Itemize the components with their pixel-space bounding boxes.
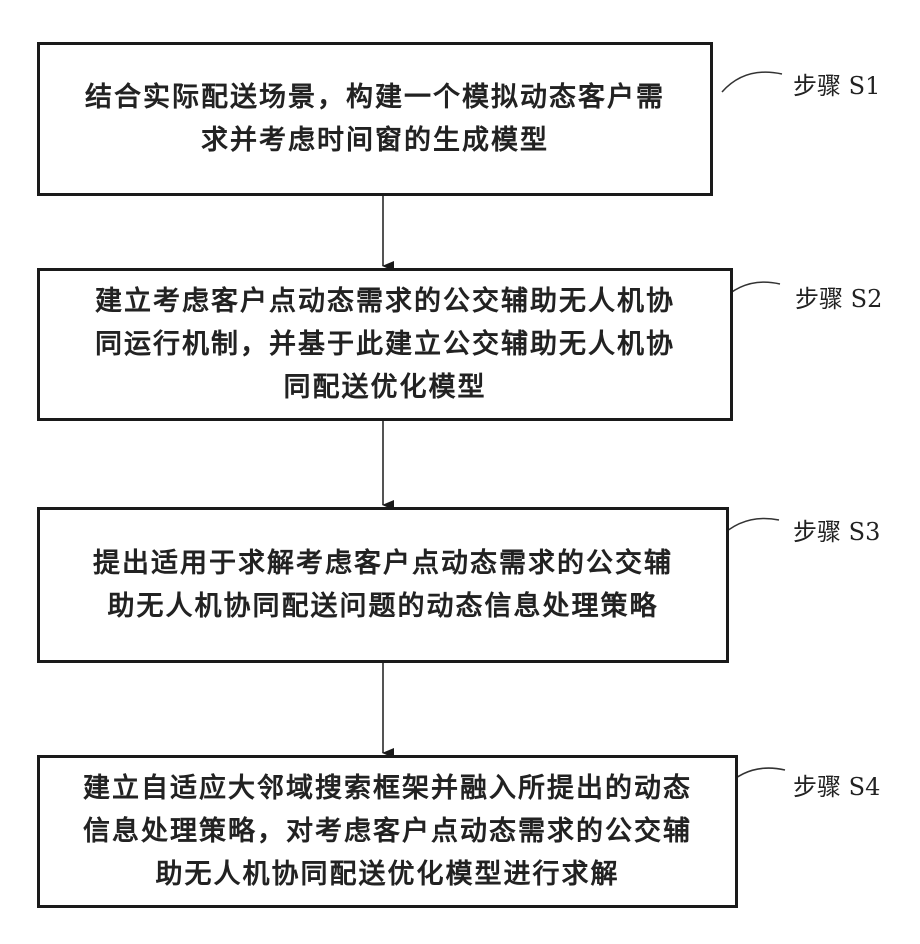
step-label-s4: 步骤 S4 [793,773,881,801]
step-text-line: 建立自适应大邻域搜索框架并融入所提出的动态 [83,773,692,804]
step-text-line: 助无人机协同配送问题的动态信息处理策略 [107,591,659,622]
step-text-line: 提出适用于求解考虑客户点动态需求的公交辅 [93,548,673,579]
step-text-line: 同运行机制，并基于此建立公交辅助无人机协 [95,329,675,360]
leader-curve-s1 [721,71,783,93]
step-text-line: 结合实际配送场景，构建一个模拟动态客户需 [85,82,665,113]
step-label-s2: 步骤 S2 [795,285,883,313]
step-box-s2: 建立考虑客户点动态需求的公交辅助无人机协 同运行机制，并基于此建立公交辅助无人机… [37,268,733,421]
step-box-s4: 建立自适应大邻域搜索框架并融入所提出的动态 信息处理策略，对考虑客户点动态需求的… [37,755,738,908]
step-box-s1: 结合实际配送场景，构建一个模拟动态客户需 求并考虑时间窗的生成模型 [37,42,713,196]
step-text-s1: 结合实际配送场景，构建一个模拟动态客户需 求并考虑时间窗的生成模型 [85,76,665,162]
step-box-s3: 提出适用于求解考虑客户点动态需求的公交辅 助无人机协同配送问题的动态信息处理策略 [37,507,729,663]
step-text-line: 建立考虑客户点动态需求的公交辅助无人机协 [95,286,675,317]
step-text-s2: 建立考虑客户点动态需求的公交辅助无人机协 同运行机制，并基于此建立公交辅助无人机… [95,280,675,409]
step-text-line: 求并考虑时间窗的生成模型 [201,125,549,156]
step-text-s4: 建立自适应大邻域搜索框架并融入所提出的动态 信息处理策略，对考虑客户点动态需求的… [83,767,692,896]
step-text-line: 助无人机协同配送优化模型进行求解 [155,859,620,890]
step-label-s3: 步骤 S3 [793,518,881,546]
step-text-line: 信息处理策略，对考虑客户点动态需求的公交辅 [83,816,692,847]
step-text-line: 同配送优化模型 [283,372,487,403]
step-text-s3: 提出适用于求解考虑客户点动态需求的公交辅 助无人机协同配送问题的动态信息处理策略 [93,542,673,628]
step-label-s1: 步骤 S1 [793,72,881,100]
